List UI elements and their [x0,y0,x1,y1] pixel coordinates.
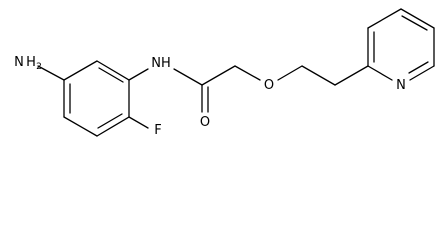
ether-o-label: O [264,78,274,93]
amine-n-label: N [14,55,24,70]
carbonyl-ch2-bond [201,65,236,86]
aryl-n-bond [128,68,149,81]
benzene-ring [63,60,130,137]
molecule-structure: N H 2 F NH O O N [14,8,435,138]
amine-bond [37,65,65,81]
ch2-ether-bond [234,65,261,81]
ethylene-bond [301,65,336,86]
ether-ch2-bond [277,65,303,81]
pyridine-ring [367,8,435,81]
amine-h-label: H [26,55,36,70]
amide-nh-label: NH [151,56,171,71]
fluorine-bond [128,116,149,129]
fluorine-label: F [154,123,161,138]
n-carbonyl-bond [173,68,203,86]
pyridine-n-label: N [396,78,406,93]
carbonyl-o-label: O [200,115,210,130]
amine-h-count: 2 [36,62,42,72]
ch2-pyridine-bond [334,65,369,86]
